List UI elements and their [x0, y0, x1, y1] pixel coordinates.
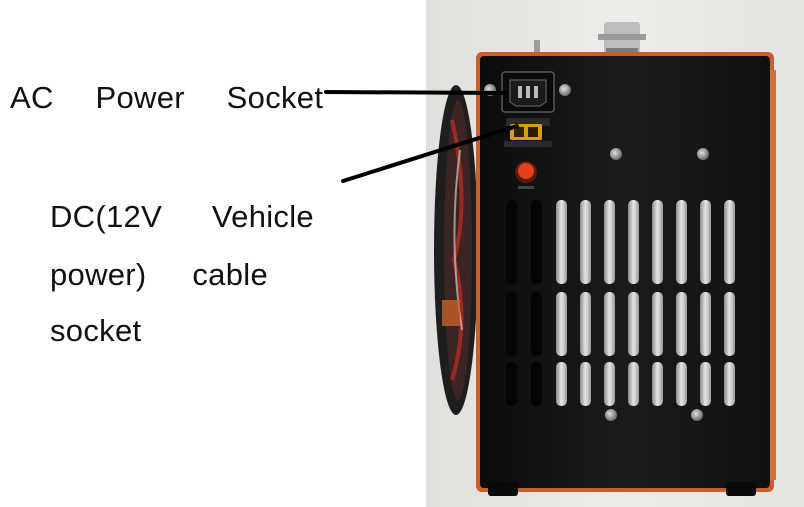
dc-socket-label-line3: socket — [50, 313, 142, 348]
ac-socket — [501, 71, 555, 113]
power-button — [515, 161, 537, 189]
vent-slot — [604, 292, 615, 356]
vent-slot — [724, 362, 735, 406]
vent-slot — [652, 200, 663, 284]
vent-slot — [531, 362, 542, 406]
vent-slot — [652, 292, 663, 356]
dc-socket-label-line1: DC(12V Vehicle — [50, 199, 314, 234]
vent-slot — [580, 292, 591, 356]
dc-socket — [504, 118, 552, 147]
vent-slot — [506, 292, 517, 356]
vent-slot — [531, 200, 542, 284]
foot-left — [488, 482, 518, 496]
screw-icon — [610, 148, 622, 160]
device-body — [476, 52, 776, 492]
vent-slot — [604, 200, 615, 284]
vent-slot — [724, 292, 735, 356]
dc-socket-label-line2: power) cable — [50, 257, 268, 292]
vent-slot — [676, 362, 687, 406]
vent-slot — [700, 362, 711, 406]
vent-slot — [506, 200, 517, 284]
screw-icon — [559, 84, 571, 96]
side-fan — [434, 85, 478, 415]
vent-slot — [676, 292, 687, 356]
screw-icon — [697, 148, 709, 160]
vent-slot — [506, 362, 517, 406]
ac-callout-line — [324, 90, 507, 95]
ac-power-socket-label: AC Power Socket — [10, 80, 324, 115]
vent-slot — [556, 362, 567, 406]
vent-slot — [628, 200, 639, 284]
vent-slot — [628, 362, 639, 406]
vent-slot — [580, 362, 591, 406]
vent-slot — [628, 292, 639, 356]
vent-slot — [604, 362, 615, 406]
vent-slot — [580, 200, 591, 284]
vent-slot — [700, 200, 711, 284]
vent-grille — [506, 200, 735, 406]
vent-slot — [724, 200, 735, 284]
vent-slot — [531, 292, 542, 356]
vent-slot — [652, 362, 663, 406]
screw-icon — [605, 409, 617, 421]
vent-slot — [556, 292, 567, 356]
screw-icon — [691, 409, 703, 421]
dc-callout-line — [341, 124, 519, 183]
foot-right — [726, 482, 756, 496]
vent-slot — [676, 200, 687, 284]
vent-slot — [556, 200, 567, 284]
vent-slot — [700, 292, 711, 356]
